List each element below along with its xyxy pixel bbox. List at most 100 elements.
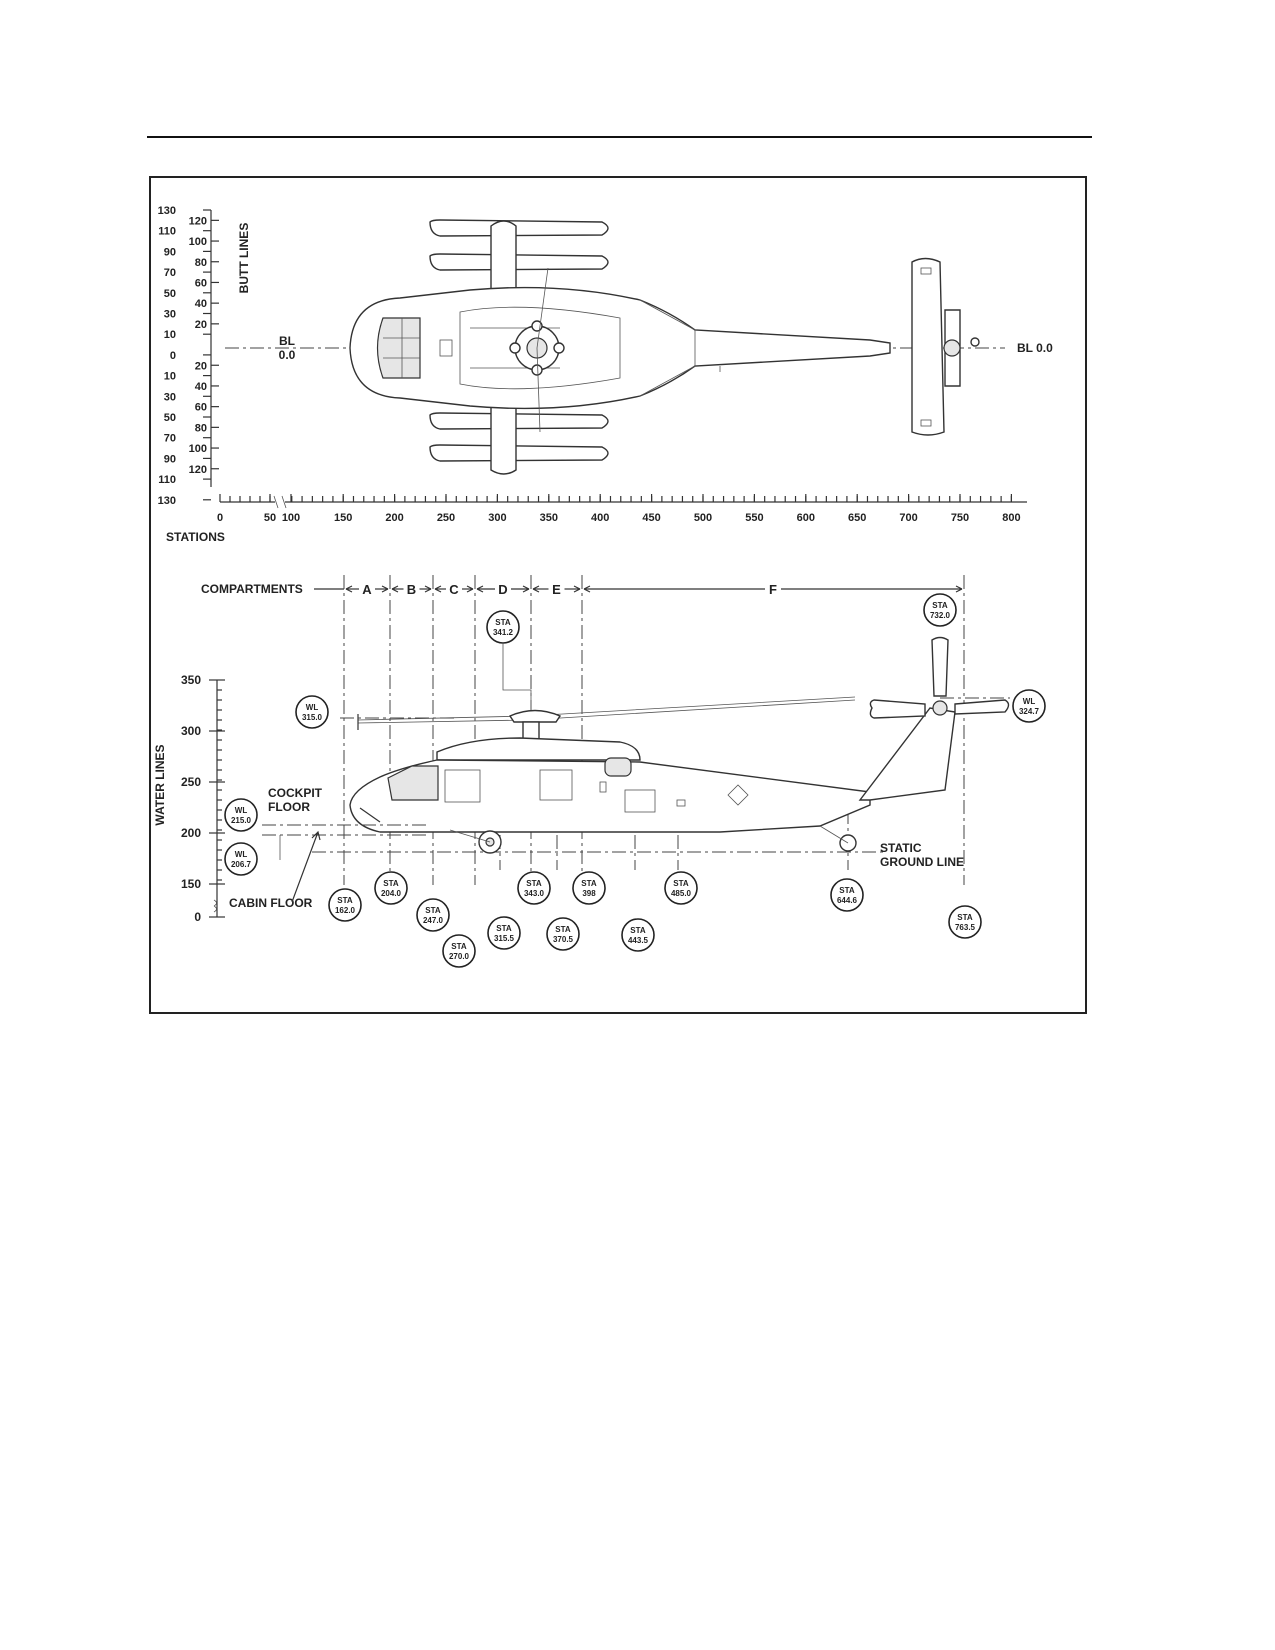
sta-bubble-top: STA: [581, 879, 597, 888]
butt-scale-inner-label: 100: [189, 443, 207, 455]
butt-scale-inner-label: 60: [195, 402, 207, 414]
compartment-f-label: F: [769, 582, 777, 597]
static-ground-label-line2: GROUND LINE: [880, 855, 964, 869]
wl-bubble-value: 215.0: [231, 816, 252, 825]
butt-scale-inner-label: 20: [195, 319, 207, 331]
helicopter-side-view: [349, 636, 1010, 854]
sta-bubble-value: 204.0: [381, 889, 402, 898]
sta-bubble-top: STA: [451, 942, 467, 951]
header-rule: [147, 136, 1092, 138]
butt-scale-outer-label: 30: [164, 391, 176, 403]
station-tick-label: 200: [385, 512, 403, 524]
sta-bubble-value: 763.5: [955, 923, 976, 932]
station-reference-lines: [343, 575, 965, 885]
station-tick-label: 450: [642, 512, 660, 524]
station-tick-label: 500: [694, 512, 712, 524]
bl-left-label-line1: BL: [279, 334, 295, 348]
sta-bubble-top: STA: [673, 879, 689, 888]
wl-bubble-top: WL: [235, 850, 248, 859]
wl-bubble-top: WL: [235, 806, 248, 815]
static-ground-label-line1: STATIC: [880, 841, 922, 855]
sta-bubble-value: 732.0: [930, 611, 951, 620]
water-line-tick-label: 0: [194, 910, 201, 924]
sta-bubble-top: STA: [957, 913, 973, 922]
water-line-tick-label: 350: [181, 673, 201, 687]
station-tick-label: 100: [282, 512, 300, 524]
sta-bubble-top: STA: [526, 879, 542, 888]
compartment-d-label: D: [498, 582, 507, 597]
station-tick-label: 750: [951, 512, 969, 524]
station-tick-label: 400: [591, 512, 609, 524]
station-tick-label: 600: [797, 512, 815, 524]
sta-bubble-value: 162.0: [335, 906, 356, 915]
compartment-c-label: C: [449, 582, 459, 597]
water-line-tick-label: 200: [181, 826, 201, 840]
wl-bubble-value: 324.7: [1019, 707, 1040, 716]
butt-scale-outer-label: 70: [164, 267, 176, 279]
sta-bubble-top: STA: [932, 601, 948, 610]
butt-scale-outer-label: 70: [164, 433, 176, 445]
stations-label: STATIONS: [166, 530, 225, 544]
butt-scale-outer-label: 130: [158, 205, 176, 217]
butt-scale-inner-label: 20: [195, 360, 207, 372]
figure-frame: [149, 176, 1087, 1014]
butt-scale-outer-label: 10: [164, 329, 176, 341]
butt-scale-inner-label: 80: [195, 257, 207, 269]
sta-bubble-value: 343.0: [524, 889, 545, 898]
station-tick-label: 800: [1002, 512, 1020, 524]
sta-bubble-value: 247.0: [423, 916, 444, 925]
station-tick-label: 300: [488, 512, 506, 524]
butt-scale-outer-label: 90: [164, 453, 176, 465]
cockpit-floor-label-line1: COCKPIT: [268, 786, 323, 800]
sta-bubble-value: 341.2: [493, 628, 514, 637]
butt-scale-outer-label: 10: [164, 371, 176, 383]
sta-bubble-value: 315.5: [494, 934, 515, 943]
cockpit-window: [387, 765, 439, 801]
sta-bubble-top: STA: [839, 886, 855, 895]
cockpit-floor-label-line2: FLOOR: [268, 800, 310, 814]
butt-scale-outer-label: 110: [158, 226, 176, 238]
station-tick-label: 0: [217, 512, 223, 524]
butt-scale-inner-label: 100: [189, 236, 207, 248]
tail-pylon: [858, 707, 956, 801]
butt-scale-inner-label: 80: [195, 422, 207, 434]
compartments-label: COMPARTMENTS: [201, 582, 303, 596]
bl-right-label: BL 0.0: [1017, 341, 1053, 355]
butt-scale-outer-label: 0: [170, 350, 176, 362]
sta-bubble-top: STA: [383, 879, 399, 888]
water-line-tick-label: 250: [181, 775, 201, 789]
vent-grille: [439, 339, 453, 357]
cabin-floor-arrow: [291, 830, 321, 903]
sta-bubble-top: STA: [495, 618, 511, 627]
compartment-a-label: A: [362, 582, 372, 597]
cabin-floor-label: CABIN FLOOR: [229, 896, 313, 910]
sta-bubble-value: 270.0: [449, 952, 470, 961]
station-tick-label: 650: [848, 512, 866, 524]
station-tick-label: 250: [437, 512, 455, 524]
wl-bubble-value: 315.0: [302, 713, 323, 722]
sta-bubble-value: 398: [582, 889, 596, 898]
butt-scale-outer-label: 130: [158, 495, 176, 507]
wl-bubble-value: 206.7: [231, 860, 252, 869]
helicopter-plan-view: [349, 219, 980, 475]
engine-fairing: [436, 737, 641, 761]
butt-scale-outer-label: 50: [164, 288, 176, 300]
